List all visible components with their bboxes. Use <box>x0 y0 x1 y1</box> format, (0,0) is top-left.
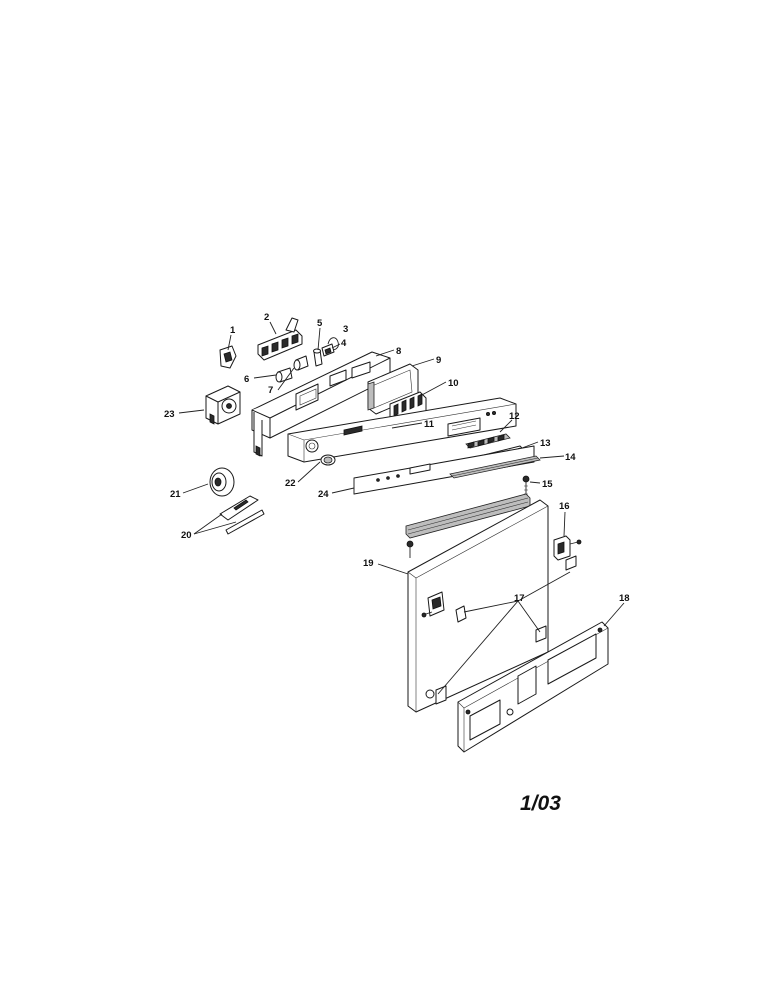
part-15-screw <box>522 475 530 496</box>
callout-14: 14 <box>565 452 576 463</box>
part-19-door-panel <box>407 499 549 713</box>
page-code: 1/03 <box>520 792 561 815</box>
callout-22: 22 <box>285 478 296 489</box>
callout-8: 8 <box>396 346 401 357</box>
part-1-clip <box>219 345 237 369</box>
part-5-button <box>313 348 323 367</box>
part-23-motor <box>205 385 241 425</box>
part-6-button <box>275 367 293 383</box>
callout-15: 15 <box>542 479 553 490</box>
callout-7: 7 <box>268 385 273 396</box>
callout-10: 10 <box>448 378 459 389</box>
part-2-switch-bracket <box>257 317 303 361</box>
part-4-clip <box>321 343 335 357</box>
callout-3: 3 <box>343 324 348 335</box>
part-22-knob <box>320 454 336 466</box>
part-16-hinge <box>553 535 582 571</box>
part-18-lower-panel <box>457 621 609 753</box>
part-14-trim-strip <box>449 455 541 479</box>
callout-6: 6 <box>244 374 249 385</box>
callout-9: 9 <box>436 355 441 366</box>
callout-1: 1 <box>230 325 236 336</box>
part-7-button <box>293 355 309 371</box>
trim-screw <box>406 540 414 558</box>
part-12-button-strip <box>465 433 511 449</box>
upper-trim <box>405 493 531 539</box>
callout-11: 11 <box>424 419 435 430</box>
callout-labels: 1 2 3 4 5 6 7 8 9 10 11 12 13 14 15 16 1… <box>164 312 630 604</box>
callout-17: 17 <box>514 593 525 604</box>
callout-16: 16 <box>559 501 570 512</box>
part-8-panel-housing <box>251 351 391 457</box>
callout-4: 4 <box>341 338 347 349</box>
callout-2: 2 <box>264 312 269 323</box>
callout-24: 24 <box>318 489 329 500</box>
callout-20: 20 <box>181 530 192 541</box>
callout-23: 23 <box>164 409 175 420</box>
part-20-latch <box>219 495 265 535</box>
part-24-fascia <box>353 445 535 495</box>
part-21-wheel <box>209 467 235 497</box>
faceplate <box>287 397 517 463</box>
callout-12: 12 <box>509 411 520 422</box>
part-9-display-frame <box>367 363 419 415</box>
callout-19: 19 <box>363 558 374 569</box>
callout-5: 5 <box>317 318 323 329</box>
leader-lines <box>178 321 625 695</box>
callout-18: 18 <box>619 593 630 604</box>
callout-13: 13 <box>540 438 551 449</box>
callout-21: 21 <box>170 489 181 500</box>
